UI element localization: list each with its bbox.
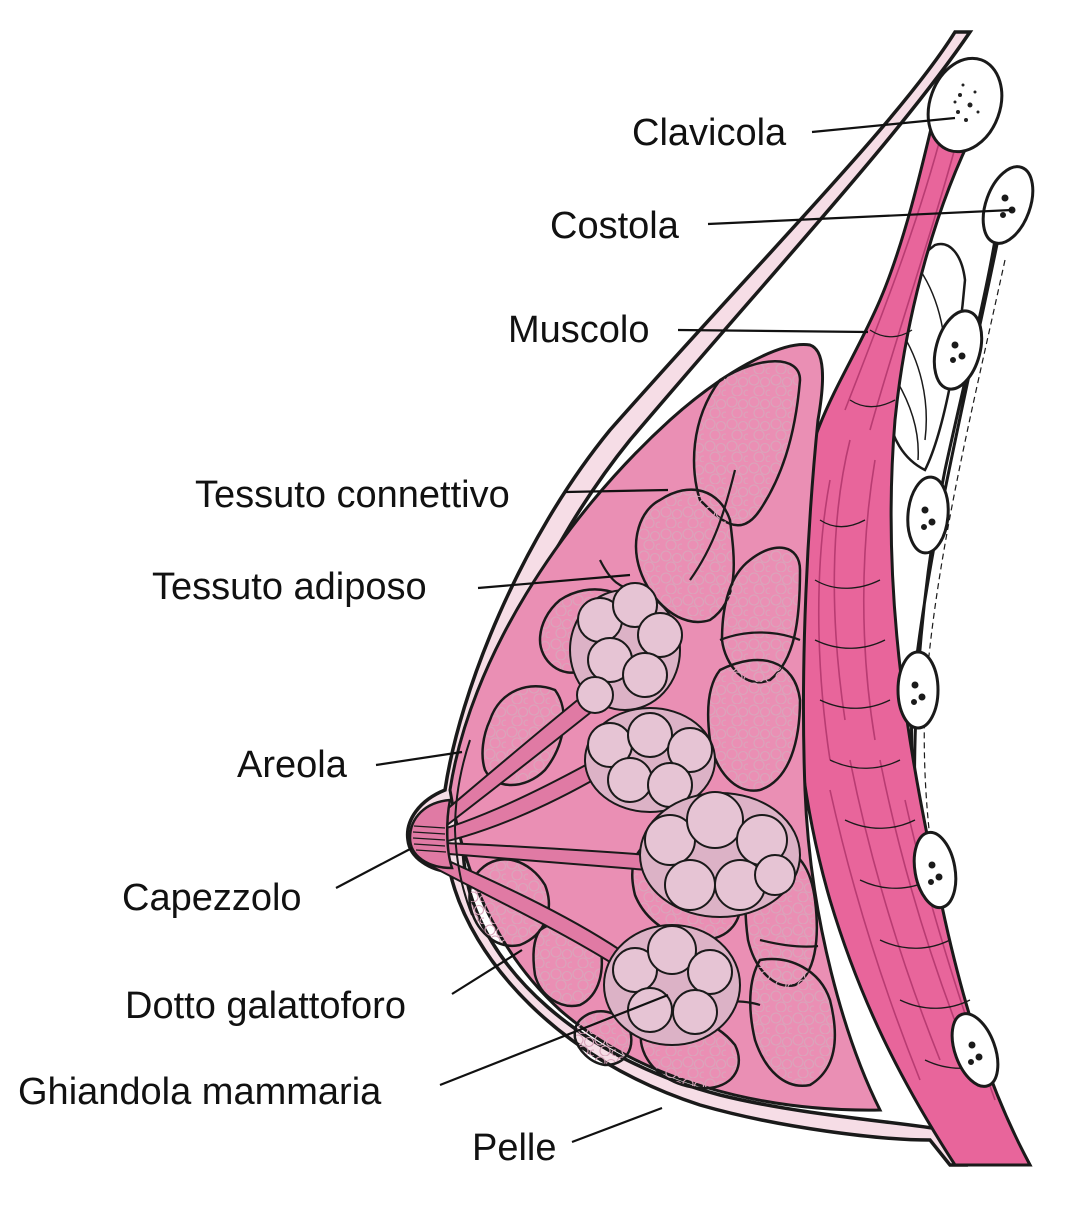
muscle-fiber-bundles (814, 329, 996, 1069)
label-clavicola: Clavicola (632, 112, 787, 154)
gland-lobule-cluster-3 (639, 791, 801, 918)
label-muscolo: Muscolo (508, 309, 650, 351)
leader-line-pelle (571, 1106, 663, 1144)
rib (896, 650, 940, 730)
leader-line-muscolo (677, 328, 869, 334)
ribs (896, 165, 1035, 1088)
bone-cross-section-icon (981, 165, 1035, 245)
bone-cross-section-icon (912, 830, 958, 910)
rib (981, 165, 1035, 245)
labels: Clavicola Costola Muscolo Tessuto connet… (18, 112, 787, 1169)
bone-cross-section-icon (906, 475, 950, 555)
pectoral-muscle (791, 67, 1033, 1167)
rib (932, 309, 984, 391)
leader-line-clavicola (811, 116, 956, 134)
leader-line-capezzolo (335, 847, 413, 889)
label-capezzolo: Capezzolo (122, 877, 302, 919)
rib (912, 830, 958, 910)
fat-lobule (481, 685, 565, 787)
label-ghiandola-mammaria: Ghiandola mammaria (18, 1071, 382, 1113)
areola-outline (453, 739, 473, 916)
label-tessuto-adiposo: Tessuto adiposo (152, 566, 427, 608)
bone-speckle (953, 83, 980, 122)
label-pelle: Pelle (472, 1127, 557, 1169)
leader-line-tessuto-connettivo (565, 488, 669, 494)
bone-cross-section-icon (950, 1012, 1000, 1088)
mammary-gland (569, 582, 801, 1046)
leader-line-tessuto-adiposo (477, 573, 631, 590)
leader-line-costola (707, 208, 1013, 226)
fat-lobule (749, 957, 836, 1088)
bone-cross-section-icon (926, 56, 1004, 154)
leader-line-ghiandola-mammaria (439, 993, 669, 1087)
fat-lobule (692, 360, 802, 527)
nipple (408, 798, 454, 870)
label-dotto-galattoforo: Dotto galattoforo (125, 985, 406, 1027)
rib (906, 475, 950, 555)
label-areola: Areola (237, 744, 348, 786)
leader-lines (335, 116, 1013, 1144)
label-tessuto-connettivo: Tessuto connettivo (195, 474, 510, 516)
fat-lobule (706, 658, 802, 792)
leader-line-dotto-galattoforo (451, 949, 523, 995)
label-costola: Costola (550, 205, 680, 247)
bone-cross-section-icon (896, 650, 940, 730)
rib (950, 1012, 1000, 1088)
gland-lobule-cluster-1 (569, 582, 683, 714)
fat-lobule (634, 488, 736, 624)
milk-ducts (418, 688, 652, 964)
leader-line-areola (375, 750, 463, 767)
adipose-tissue (468, 360, 836, 1090)
gland-lobule-cluster-4 (603, 924, 741, 1046)
clavicle (926, 56, 1004, 154)
bone-cross-section-icon (932, 309, 984, 391)
nipple-ducts (412, 825, 447, 853)
